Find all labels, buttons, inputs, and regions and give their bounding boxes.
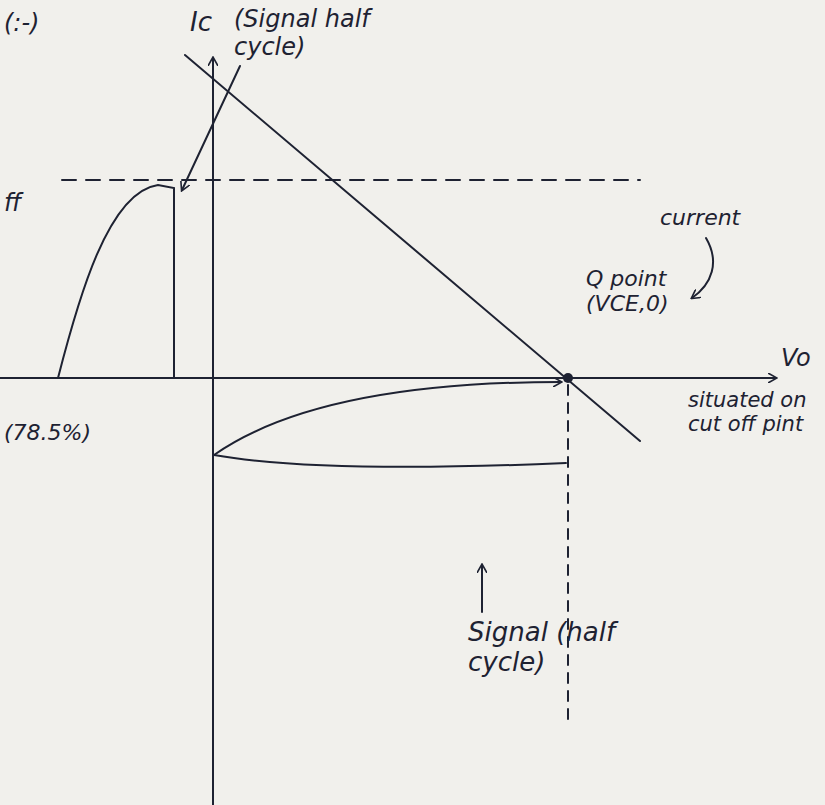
- point-label: Q point (VCE,0): [586, 266, 696, 317]
- input-half-cycle: [214, 382, 561, 455]
- note-text: (:-): [4, 10, 84, 38]
- callout-text: situated on cut off pint: [688, 388, 808, 436]
- load-line: [185, 55, 640, 441]
- axis-label: Ic: [190, 8, 240, 38]
- callout-text: current: [660, 205, 780, 230]
- output-half-cycle: [58, 185, 174, 378]
- vo-axis: [0, 377, 776, 379]
- note-text: ff: [4, 190, 54, 218]
- leader-line: [182, 66, 240, 190]
- axis-label: Vo: [781, 345, 821, 373]
- input-half-cycle: [214, 455, 566, 467]
- callout-text: (Signal half cycle): [234, 6, 419, 61]
- ic-axis: [212, 58, 214, 805]
- q-dash: [567, 385, 569, 720]
- peak-dash: [62, 179, 640, 181]
- q-point-dot: [563, 373, 573, 383]
- callout-text: Signal (half cycle): [468, 618, 698, 678]
- leader-line: [481, 565, 483, 612]
- efficiency-label: (78.5%): [4, 420, 114, 445]
- leader-line: [692, 238, 713, 298]
